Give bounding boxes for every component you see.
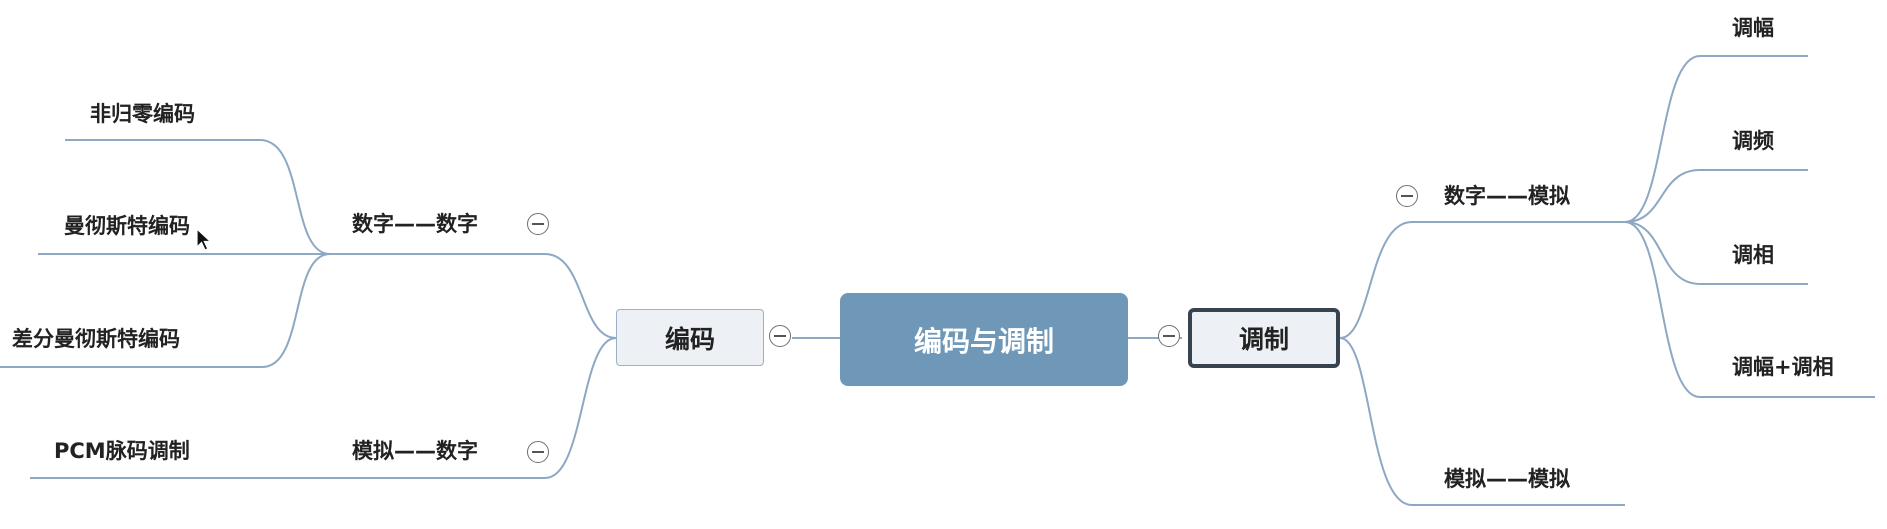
leaf-pcm-modulation[interactable]: PCM脉码调制 xyxy=(54,439,190,463)
connector-right-main-upper xyxy=(1339,221,1625,339)
leaf-amplitude-phase-modulation[interactable]: 调幅+调相 xyxy=(1732,355,1834,379)
branch-digital-analog[interactable]: 数字——模拟 xyxy=(1444,184,1570,208)
topic-modulation-label: 调制 xyxy=(1238,325,1289,354)
central-topic[interactable]: 编码与调制 xyxy=(840,293,1128,386)
central-topic-label: 编码与调制 xyxy=(913,324,1054,358)
connector-leaf-7 xyxy=(1624,221,1808,285)
minus-circle-icon[interactable] xyxy=(1158,325,1180,347)
branch-digital-digital[interactable]: 数字——数字 xyxy=(352,212,478,236)
leaf-amplitude-modulation[interactable]: 调幅 xyxy=(1732,16,1774,40)
connector-leaf-3 xyxy=(0,253,331,368)
minus-circle-icon[interactable] xyxy=(769,325,791,347)
minus-circle-icon[interactable] xyxy=(527,213,549,235)
leaf-differential-manchester-encoding[interactable]: 差分曼彻斯特编码 xyxy=(12,327,180,351)
leaf-phase-modulation[interactable]: 调相 xyxy=(1732,243,1774,267)
branch-analog-analog[interactable]: 模拟——模拟 xyxy=(1444,467,1570,491)
connector-leaf-1 xyxy=(65,139,331,255)
connector-leaf-8 xyxy=(1624,221,1875,398)
connector-left-main-upper xyxy=(330,253,617,339)
topic-encoding-label: 编码 xyxy=(664,324,715,354)
connector-right-main-lower xyxy=(1339,337,1625,506)
leaf-frequency-modulation[interactable]: 调频 xyxy=(1732,129,1774,153)
minus-circle-icon[interactable] xyxy=(527,441,549,463)
leaf-manchester-encoding[interactable]: 曼彻斯特编码 xyxy=(64,214,190,238)
minus-circle-icon[interactable] xyxy=(1396,185,1418,207)
mouse-pointer-icon xyxy=(196,228,212,251)
topic-encoding[interactable]: 编码 xyxy=(616,309,764,366)
connector-left-main-lower xyxy=(330,337,617,479)
connector-leaf-5 xyxy=(1624,55,1808,223)
connector-leaf-6 xyxy=(1624,169,1808,223)
leaf-nrz-encoding[interactable]: 非归零编码 xyxy=(90,102,195,126)
branch-analog-digital[interactable]: 模拟——数字 xyxy=(352,439,478,463)
topic-modulation[interactable]: 调制 xyxy=(1188,308,1340,368)
